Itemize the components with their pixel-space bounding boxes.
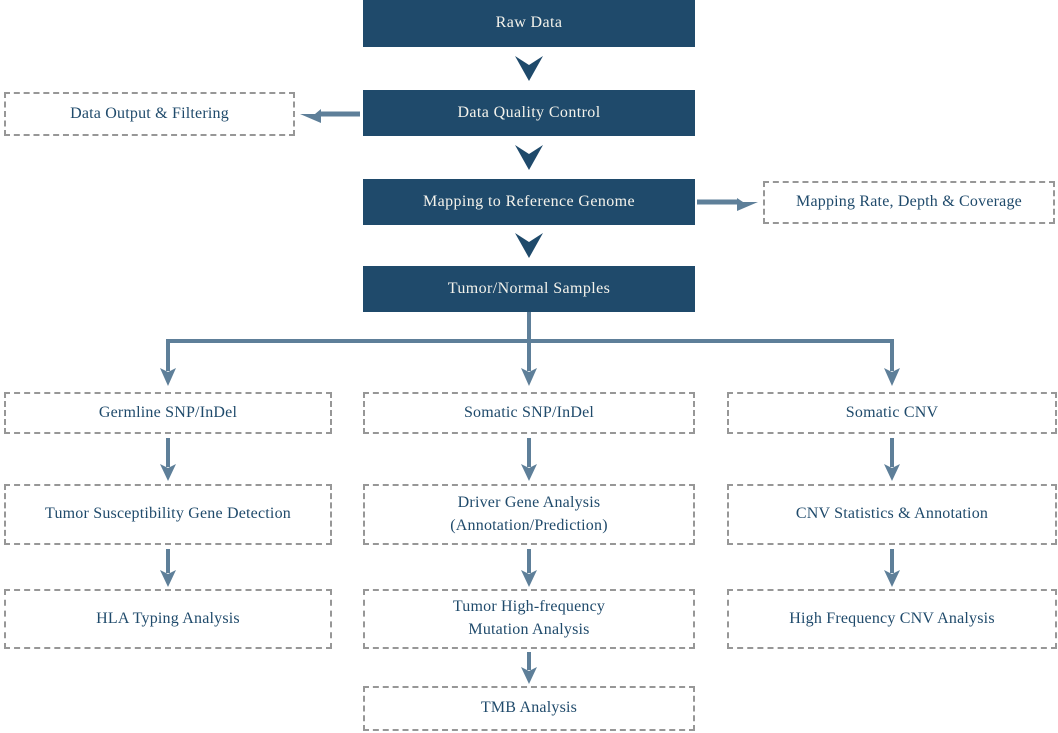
arrow-down-icon — [521, 570, 537, 587]
node-label: Somatic CNV — [845, 403, 939, 421]
node-raw-data: Raw Data — [363, 0, 695, 47]
node-data-output-filtering: Data Output & Filtering — [4, 92, 295, 136]
arrow-down-icon — [160, 368, 176, 386]
node-label: Data Output & Filtering — [70, 104, 229, 122]
node-high-frequency-cnv-analysis: High Frequency CNV Analysis — [727, 589, 1057, 649]
node-label: Mapping to Reference Genome — [422, 192, 636, 210]
node-label: Data Quality Control — [457, 103, 601, 121]
node-label: Mapping Rate, Depth & Coverage — [796, 193, 1022, 211]
arrow-down-icon — [515, 233, 543, 258]
arrow-left-icon — [300, 105, 321, 123]
node-driver-gene-analysis: Driver Gene Analysis (Annotation/Predict… — [363, 484, 695, 545]
node-cnv-statistics-annotation: CNV Statistics & Annotation — [727, 484, 1057, 545]
arrow-down-icon — [884, 368, 900, 386]
node-label: TMB Analysis — [480, 699, 578, 717]
node-label: Tumor/Normal Samples — [447, 279, 611, 297]
column-arrow-shafts — [166, 438, 894, 467]
node-label: High Frequency CNV Analysis — [789, 609, 995, 627]
node-label: Germline SNP/InDel — [98, 403, 238, 421]
node-label: Somatic SNP/InDel — [463, 403, 595, 421]
node-label: HLA Typing Analysis — [96, 609, 240, 627]
arrow-down-icon — [521, 667, 537, 684]
arrow-down-icon — [884, 570, 900, 587]
node-label-line1: Tumor High-frequency — [452, 598, 606, 616]
arrow-down-icon — [515, 145, 543, 170]
arrow-down-icon — [160, 570, 176, 587]
node-tumor-susceptibility-gene-detection: Tumor Susceptibility Gene Detection — [4, 484, 332, 545]
node-somatic-snp-indel: Somatic SNP/InDel — [363, 392, 695, 434]
arrow-down-icon — [521, 464, 537, 481]
node-data-quality-control: Data Quality Control — [363, 90, 695, 136]
node-mapping-rate-depth-coverage: Mapping Rate, Depth & Coverage — [763, 181, 1055, 224]
branch-lines — [166, 312, 894, 371]
arrow-down-icon — [521, 368, 537, 386]
node-tumor-high-frequency-mutation-analysis: Tumor High-frequency Mutation Analysis — [363, 589, 695, 649]
column-arrow-shafts — [166, 549, 894, 573]
arrow-right-icon — [737, 193, 758, 211]
node-label-line2: Mutation Analysis — [468, 621, 590, 638]
arrow-down-icon — [160, 464, 176, 481]
node-tmb-analysis: TMB Analysis — [363, 686, 695, 731]
node-tumor-normal-samples: Tumor/Normal Samples — [363, 266, 695, 312]
arrow-down-icon — [884, 464, 900, 481]
arrow-down-icon — [515, 56, 543, 81]
node-label: Tumor Susceptibility Gene Detection — [45, 505, 291, 523]
node-label-line1: Driver Gene Analysis — [457, 493, 601, 511]
node-somatic-cnv: Somatic CNV — [727, 392, 1057, 434]
node-label: Raw Data — [495, 14, 563, 32]
node-label-line2: (Annotation/Prediction) — [450, 516, 608, 534]
node-mapping-reference-genome: Mapping to Reference Genome — [363, 179, 695, 225]
node-hla-typing-analysis: HLA Typing Analysis — [4, 589, 332, 649]
node-label: CNV Statistics & Annotation — [795, 505, 989, 523]
node-germline-snp-indel: Germline SNP/InDel — [4, 392, 332, 434]
